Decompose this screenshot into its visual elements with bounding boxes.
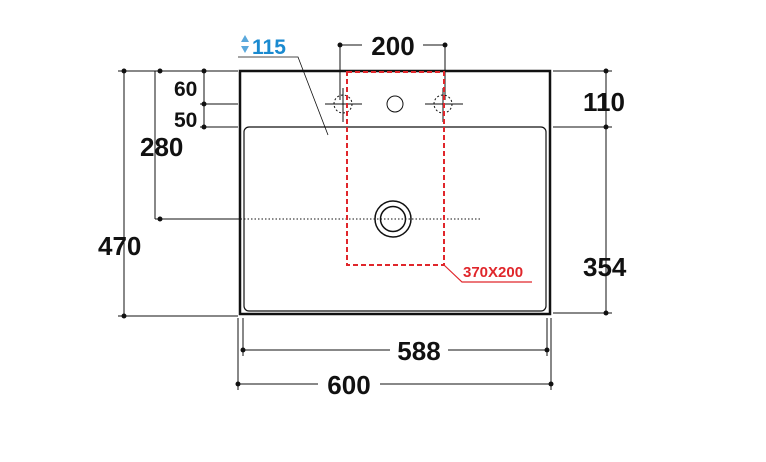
- dim-470: 470: [98, 231, 141, 261]
- dim-60: 60: [174, 78, 197, 101]
- height-icon: [241, 35, 249, 53]
- cabinet-zone-label: 370X200: [463, 264, 523, 281]
- dim-600: 600: [327, 370, 370, 400]
- dim-354: 354: [583, 252, 627, 282]
- dim-588: 588: [397, 336, 440, 366]
- dim-110: 110: [583, 87, 625, 117]
- dim-50: 50: [174, 109, 197, 132]
- dim-280: 280: [140, 132, 183, 162]
- dim-tap-spacing: 200: [371, 31, 414, 61]
- cabinet-zone: [346, 71, 445, 266]
- tap-hole: [386, 95, 404, 113]
- height-label: 115: [252, 36, 286, 59]
